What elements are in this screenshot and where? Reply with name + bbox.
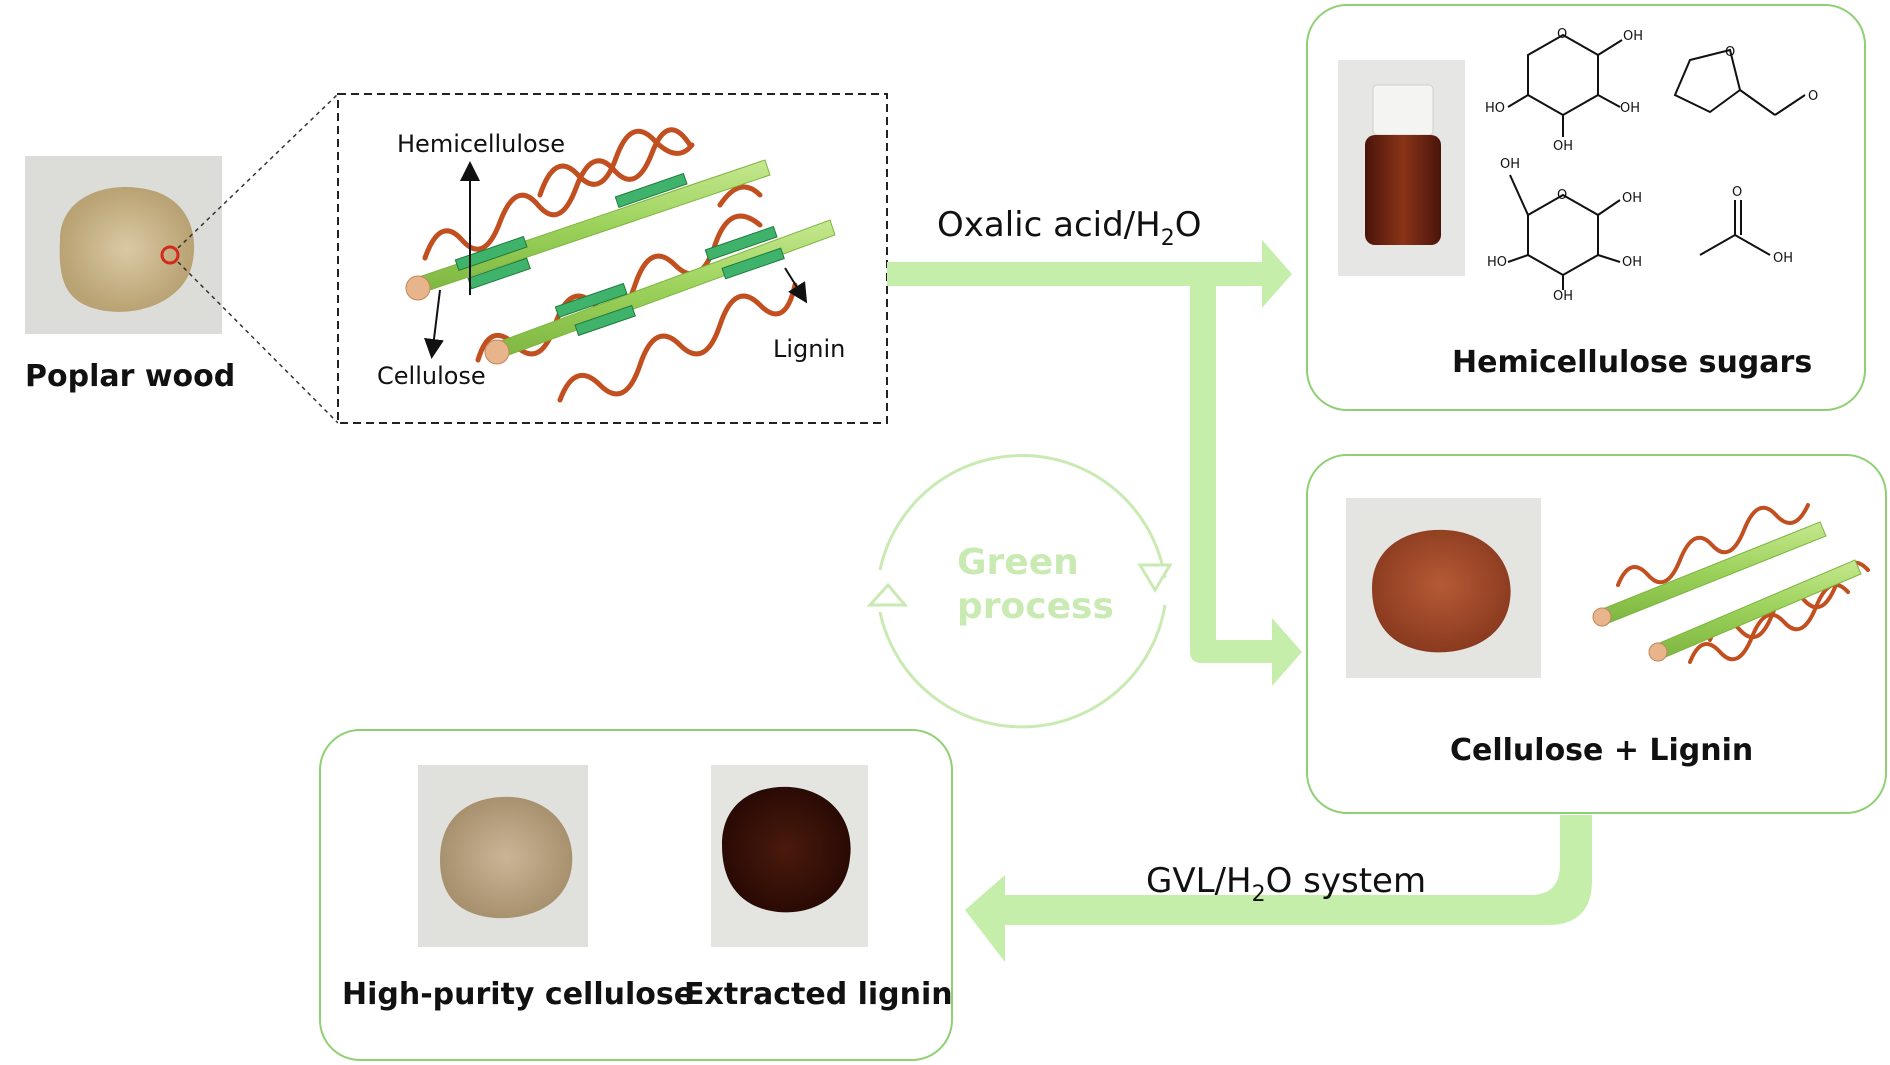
zoom-line-bottom (177, 261, 339, 424)
svg-text:OH: OH (1553, 289, 1573, 304)
svg-text:OH: OH (1622, 191, 1642, 206)
zoom-marker-icon (160, 245, 180, 265)
svg-text:OH: OH (1620, 101, 1640, 116)
high-purity-cellulose-label: High-purity cellulose (342, 977, 694, 1012)
process-arrows (887, 240, 1592, 962)
cellulose-lignin-fibers (1592, 503, 1870, 664)
svg-text:O: O (1557, 27, 1567, 42)
hemicellulose-label: Hemicellulose (397, 130, 565, 158)
svg-text:OH: OH (1553, 139, 1573, 154)
furfural-ring (1673, 48, 1742, 114)
svg-text:OH: OH (1773, 251, 1793, 266)
svg-text:O: O (1808, 89, 1818, 104)
cycle-arrow-top (878, 454, 1167, 579)
hemicellulose-blocks (454, 172, 785, 337)
extracted-lignin-photo (711, 765, 868, 947)
hemicellulose-sugars-label: Hemicellulose sugars (1452, 345, 1812, 380)
svg-text:O: O (1725, 45, 1735, 60)
svg-text:OH: OH (1623, 29, 1643, 44)
svg-text:OH: OH (1622, 255, 1642, 270)
cycle-arrow-bottom (878, 604, 1167, 729)
poplar-wood-label: Poplar wood (25, 359, 235, 394)
arrow-head-mid (1272, 618, 1302, 686)
arrow-head-top (1262, 240, 1292, 308)
svg-text:O: O (1732, 185, 1742, 200)
poplar-wood-photo (25, 156, 222, 334)
green-process-cycle (866, 454, 1173, 729)
sugar-atom-labels: O OH OH OH HO O O OH O OH OH OH HO O OH (1485, 27, 1818, 304)
process-label: process (957, 586, 1114, 627)
pretreated-solid-photo (1346, 498, 1541, 678)
arrow-shaft-down (1190, 262, 1216, 652)
cycle-arrowhead-right (1137, 563, 1173, 593)
svg-text:HO: HO (1487, 255, 1507, 270)
cellulose-label: Cellulose (377, 362, 486, 390)
sugar-structures (1507, 33, 1806, 290)
lignin-label: Lignin (773, 335, 845, 363)
step2-label: GVL/H2O system (1146, 861, 1426, 907)
arrow-head-bottom (965, 875, 1005, 962)
liquid-bottle-photo (1338, 60, 1465, 276)
svg-text:OH: OH (1500, 157, 1520, 172)
zoom-line-top (177, 93, 339, 249)
cycle-arrowhead-left (866, 582, 909, 607)
cellulose-lignin-label: Cellulose + Lignin (1450, 733, 1753, 768)
svg-text:HO: HO (1485, 101, 1505, 116)
high-purity-cellulose-photo (418, 765, 588, 947)
extracted-lignin-label: Extracted lignin (684, 977, 953, 1012)
lignocellulose-structure (337, 93, 888, 424)
arrow-shaft-bottom (1000, 815, 1592, 925)
step1-label: Oxalic acid/H2O (937, 205, 1201, 251)
svg-text:O: O (1557, 188, 1567, 203)
green-label: Green (957, 542, 1079, 583)
